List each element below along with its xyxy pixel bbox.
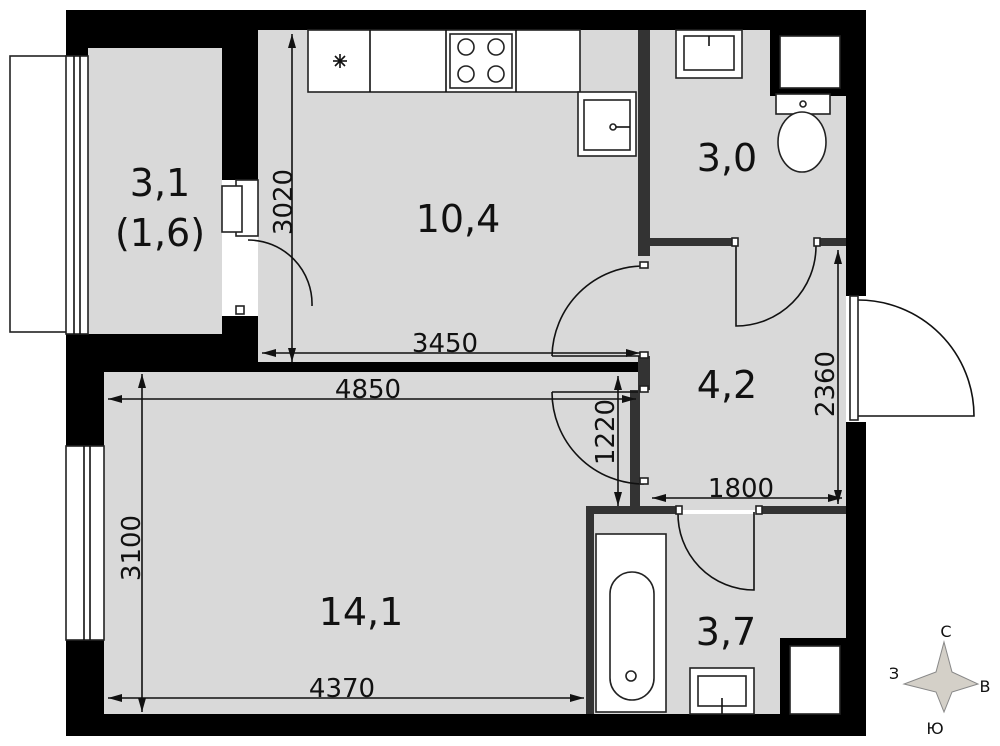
bathtub-icon	[595, 533, 667, 713]
door-jamb-8	[755, 505, 763, 515]
toilet-hall-partition-right	[816, 238, 846, 246]
sink-icon	[675, 29, 743, 79]
kitchen-counter	[307, 29, 581, 93]
door-jamb-1	[639, 261, 649, 269]
door-jamb-6	[813, 237, 821, 247]
outer-wall-right-lower	[846, 422, 866, 736]
stove-icon	[449, 33, 513, 89]
bath-hall-partition-right	[758, 506, 846, 514]
compass-east: В	[980, 677, 991, 696]
outer-wall-bottom	[66, 714, 866, 736]
kitchen-area: 10,4	[416, 197, 501, 241]
dim-1220: 1220	[591, 399, 621, 465]
dimension-lines	[108, 34, 842, 712]
bath-fixtures	[595, 533, 755, 715]
balcony-kitchen-wall-upper	[222, 30, 258, 180]
compass-south: Ю	[926, 719, 943, 738]
living-hall-partition	[630, 390, 640, 510]
sink-icon	[689, 667, 755, 715]
entrance-door-swing	[857, 299, 975, 417]
fan-icon	[333, 54, 347, 68]
dim-3450: 3450	[412, 329, 478, 359]
windows	[9, 55, 259, 641]
balcony-window-frame	[65, 55, 89, 335]
door-jamb-7	[675, 505, 683, 515]
living-floor	[104, 372, 640, 714]
toilet-area: 3,0	[697, 136, 757, 180]
room-labels: 3,1 (1,6) 10,4 3,0 4,2 14,1 3,7	[115, 136, 757, 654]
bath-hall-partition-left	[586, 506, 678, 514]
bath-door-swing	[677, 511, 755, 591]
toilet-hall-partition-left	[650, 238, 736, 246]
door-jamb-3	[639, 385, 649, 393]
kitchen-hall-stub	[638, 356, 650, 390]
kitchen-fixtures	[307, 29, 637, 157]
hall-area: 4,2	[697, 363, 757, 407]
outer-wall-left-living-bottom	[66, 640, 104, 736]
outer-wall-left-living-top	[66, 334, 104, 446]
balcony-area: 3,1	[130, 161, 190, 205]
entrance-door-leaf	[849, 295, 859, 421]
dim-1800: 1800	[708, 474, 774, 504]
outer-wall-right-upper	[846, 10, 866, 296]
toilet-shaft-inner	[779, 35, 841, 89]
door-jamb-4	[639, 477, 649, 485]
door-jamb-5	[731, 237, 739, 247]
balcony-floor	[88, 48, 222, 334]
door-jamb-9	[235, 305, 245, 315]
living-area: 14,1	[319, 590, 404, 634]
balcony-area-reduced: (1,6)	[115, 211, 205, 255]
compass-north: С	[940, 622, 951, 641]
balcony-bottom-wall	[104, 334, 258, 372]
sink-icon	[583, 99, 631, 151]
toilet-door-swing	[735, 244, 817, 327]
kitchen-living-wall	[258, 362, 640, 372]
door-jamb-2	[639, 351, 649, 359]
bath-shaft-inner	[789, 645, 841, 715]
dim-4850: 4850	[335, 375, 401, 405]
toilet-icon	[775, 93, 831, 173]
balcony-door-swing	[247, 239, 313, 307]
compass-rose-icon	[902, 640, 980, 714]
bath-living-partition	[586, 506, 594, 714]
bath-area: 3,7	[696, 610, 756, 654]
dim-3020: 3020	[269, 169, 299, 235]
living-door-swing	[551, 391, 645, 485]
hall-floor	[640, 242, 846, 510]
toilet-fixtures	[675, 29, 831, 173]
balcony-kitchen-wall-lower	[222, 316, 258, 334]
living-window	[65, 445, 105, 641]
kitchen-door-swing	[551, 265, 645, 357]
dimension-labels: 3020 3450 4850 3100 4370 1220 1800 2360	[117, 169, 841, 704]
dim-3100: 3100	[117, 515, 147, 581]
doors	[235, 237, 975, 591]
dim-4370: 4370	[309, 674, 375, 704]
compass: С Ю З В	[889, 622, 991, 738]
compass-west: З	[889, 664, 899, 683]
outer-wall-top	[66, 10, 866, 30]
dim-2360: 2360	[811, 351, 841, 417]
outer-wall-left-balcony	[66, 10, 88, 56]
balcony-door-pane	[221, 185, 243, 233]
walls	[66, 10, 866, 736]
kitchen-toilet-partition	[638, 30, 650, 256]
